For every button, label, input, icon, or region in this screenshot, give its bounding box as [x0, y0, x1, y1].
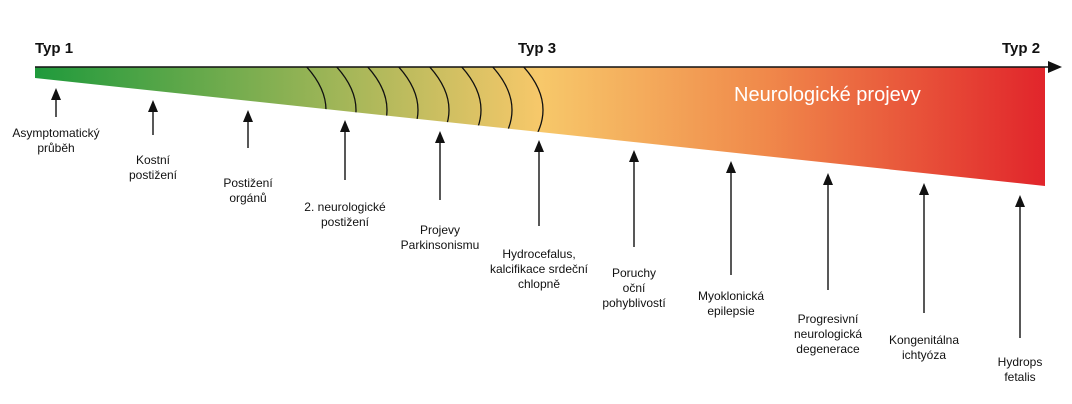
- type-1-label: Typ 1: [35, 40, 73, 57]
- manifestation-label-line: orgánů: [229, 191, 266, 205]
- manifestation-label-line: Myoklonická: [698, 289, 764, 303]
- manifestation-arrow-head: [823, 173, 833, 185]
- manifestation-label-line: Parkinsonismu: [401, 238, 480, 252]
- manifestation-label-line: Poruchy: [612, 266, 656, 280]
- type-2-label: Typ 2: [1002, 40, 1040, 57]
- manifestation-label-line: neurologická: [794, 327, 862, 341]
- spectrum-axis-arrowhead: [1048, 61, 1062, 73]
- manifestation-arrow-head: [629, 150, 639, 162]
- manifestation-label-line: kalcifikace srdeční: [490, 262, 589, 276]
- type-3-label: Typ 3: [518, 40, 556, 57]
- manifestation-label-line: Asymptomatický: [12, 126, 99, 140]
- manifestation-arrow-head: [726, 161, 736, 173]
- manifestation-label-line: pohyblivostí: [602, 296, 666, 310]
- manifestation-label-line: fetalis: [1004, 370, 1035, 384]
- neurological-band-label: Neurologické projevy: [734, 84, 921, 106]
- manifestation-label-line: Kongenitálna: [889, 333, 959, 347]
- manifestation-label-line: postižení: [321, 215, 370, 229]
- manifestation-label-line: Postižení: [223, 176, 273, 190]
- manifestation-label-line: Hydrops: [998, 355, 1043, 369]
- manifestation-label-line: 2. neurologické: [304, 200, 386, 214]
- manifestation-label-line: epilepsie: [707, 304, 755, 318]
- manifestation-label-line: chlopně: [518, 277, 560, 291]
- manifestation-label-line: degenerace: [796, 342, 860, 356]
- manifestation-arrow-head: [435, 131, 445, 143]
- manifestation-arrow-head: [51, 88, 61, 100]
- manifestation-arrow-head: [243, 110, 253, 122]
- manifestation-arrow-head: [1015, 195, 1025, 207]
- manifestation-label-line: postižení: [129, 168, 178, 182]
- manifestation-arrow-head: [919, 183, 929, 195]
- manifestation-arrow-head: [340, 120, 350, 132]
- manifestation-label-line: průběh: [37, 141, 74, 155]
- manifestation-label-line: oční: [623, 281, 646, 295]
- manifestation-label-line: Kostní: [136, 153, 171, 167]
- manifestation-label-line: ichtyóza: [902, 348, 946, 362]
- manifestation-arrow-head: [148, 100, 158, 112]
- manifestation-label-line: Projevy: [420, 223, 460, 237]
- manifestation-label-line: Progresivní: [798, 312, 859, 326]
- manifestation-arrow-head: [534, 140, 544, 152]
- manifestation-label-line: Hydrocefalus,: [502, 247, 575, 261]
